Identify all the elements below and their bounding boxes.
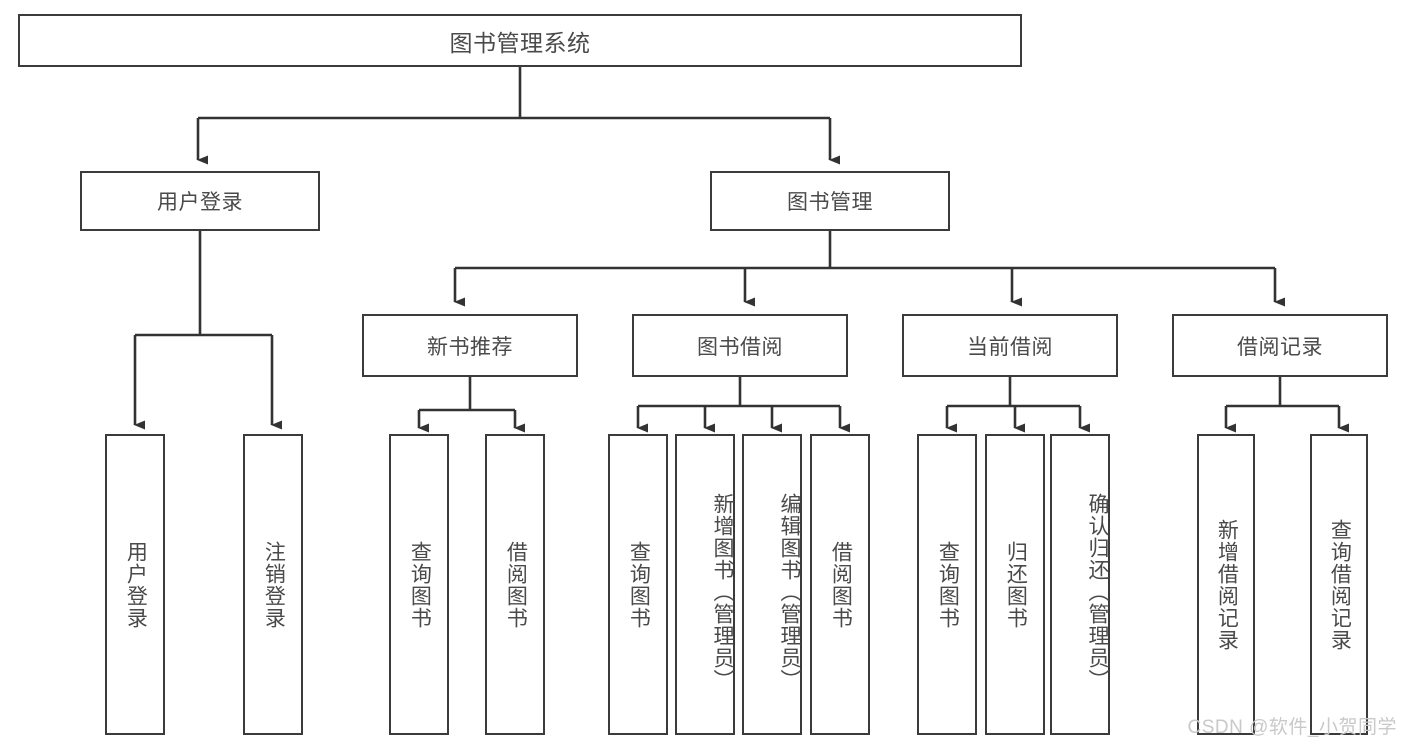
leaf-user-login-login[interactable]: 用户登录 (105, 434, 165, 735)
leaf-current-borrow-confirm-return-admin[interactable]: 确认归还（管理员） (1050, 434, 1110, 735)
leaf-book-borrow-edit-book-admin[interactable]: 编辑图书（管理员） (742, 434, 802, 735)
leaf-borrow-record-query-record[interactable]: 查询借阅记录 (1310, 434, 1368, 735)
node-current-borrow[interactable]: 当前借阅 (902, 314, 1118, 377)
leaf-new-book-borrow-book[interactable]: 借阅图书 (485, 434, 545, 735)
node-book-management[interactable]: 图书管理 (710, 171, 950, 231)
leaf-book-borrow-add-book-admin[interactable]: 新增图书（管理员） (675, 434, 735, 735)
csdn-watermark: CSDN @软件_小贺同学 (1187, 717, 1397, 738)
node-borrow-record[interactable]: 借阅记录 (1172, 314, 1388, 377)
leaf-new-book-query-book[interactable]: 查询图书 (389, 434, 449, 735)
leaf-book-borrow-borrow-book[interactable]: 借阅图书 (810, 434, 870, 735)
node-new-book-recommend[interactable]: 新书推荐 (362, 314, 578, 377)
leaf-user-login-logout[interactable]: 注销登录 (243, 434, 303, 735)
leaf-current-borrow-query-book[interactable]: 查询图书 (917, 434, 977, 735)
node-book-borrow[interactable]: 图书借阅 (632, 314, 848, 377)
node-root-system[interactable]: 图书管理系统 (18, 14, 1022, 67)
leaf-book-borrow-query-book[interactable]: 查询图书 (608, 434, 668, 735)
leaf-borrow-record-add-record[interactable]: 新增借阅记录 (1197, 434, 1255, 735)
node-user-login[interactable]: 用户登录 (80, 171, 320, 231)
leaf-current-borrow-return-book[interactable]: 归还图书 (985, 434, 1045, 735)
